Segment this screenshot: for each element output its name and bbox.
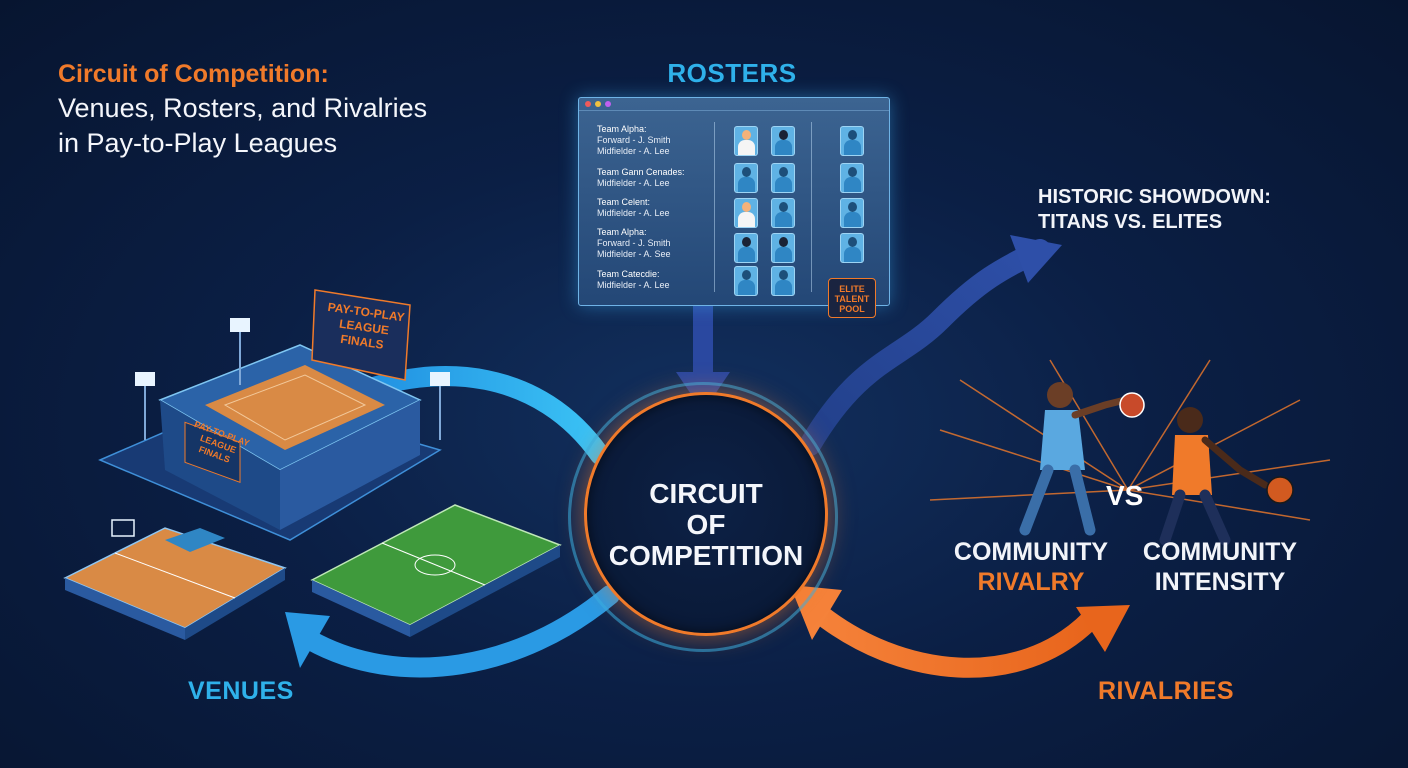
player-avatar-icon[interactable] <box>840 233 864 263</box>
roster-entry: Team Catecdie: Midfielder - A. Lee <box>597 269 670 291</box>
center-label: CIRCUIT OF COMPETITION <box>584 478 828 571</box>
venues-arc-bottom <box>300 585 620 678</box>
showdown-arrow <box>799 239 1051 456</box>
rivalry-left-line1: COMMUNITY <box>953 538 1109 566</box>
showdown-label: HISTORIC SHOWDOWN: TITANS VS. ELITES <box>1038 185 1271 235</box>
player-avatar-icon[interactable] <box>771 233 795 263</box>
window-minimize-dot[interactable] <box>595 101 601 107</box>
player-avatar-icon[interactable] <box>734 233 758 263</box>
stadium-icon <box>98 289 450 541</box>
player-avatar-icon[interactable] <box>771 198 795 228</box>
player-avatar-icon[interactable] <box>840 126 864 156</box>
basketball-icon <box>1119 392 1145 418</box>
roster-entry: Team Alpha: Forward - J. Smith Midfielde… <box>597 124 671 157</box>
rivalries-arrow-head-right <box>1076 605 1130 652</box>
page-title: Circuit of Competition: Venues, Rosters,… <box>58 60 427 159</box>
roster-team: Team Alpha: <box>597 124 647 134</box>
window-close-dot[interactable] <box>585 101 591 107</box>
showdown-line1: HISTORIC SHOWDOWN: <box>1038 186 1271 208</box>
elite-pool-line3: POOL <box>839 304 865 314</box>
player-avatar-icon[interactable] <box>734 198 758 228</box>
player-avatar-icon[interactable] <box>771 126 795 156</box>
showdown-line2: TITANS VS. ELITES <box>1038 211 1223 233</box>
community-rivalry-label: COMMUNITY RIVALRY <box>946 537 1116 597</box>
rosters-label: ROSTERS <box>667 58 797 88</box>
player-avatar-icon[interactable] <box>734 163 758 193</box>
showdown-arrow-head <box>1010 235 1062 283</box>
center-circle <box>584 392 828 636</box>
venues-label: VENUES <box>188 677 294 705</box>
rivalry-right-line1: COMMUNITY <box>1142 538 1298 566</box>
title-line2: Venues, Rosters, and Rivalries <box>58 93 428 123</box>
roster-entry: Team Alpha: Forward - J. Smith Midfielde… <box>597 227 671 260</box>
roster-window: Team Alpha: Forward - J. Smith Midfielde… <box>578 97 890 306</box>
basketball-icon <box>1266 476 1294 504</box>
basketball-court-icon <box>63 519 287 640</box>
player-avatar-icon[interactable] <box>734 266 758 296</box>
roster-player: Forward - J. Smith <box>597 135 671 145</box>
roster-team: Team Gann Cenades: <box>597 167 685 177</box>
rivalry-left-line2: RIVALRY <box>977 568 1085 596</box>
basketball-player-icon <box>1159 407 1269 546</box>
rivalries-label: RIVALRIES <box>1098 677 1234 705</box>
roster-player: Midfielder - A. See <box>597 249 671 259</box>
roster-player: Midfielder - A. Lee <box>597 146 670 156</box>
elite-talent-pool-badge: ELITE TALENT POOL <box>828 278 876 318</box>
player-avatar-icon[interactable] <box>734 126 758 156</box>
rivalry-right-line2: INTENSITY <box>1154 568 1286 596</box>
vs-label: VS <box>1106 480 1144 511</box>
roster-divider <box>811 122 812 292</box>
elite-pool-line2: TALENT <box>834 294 870 304</box>
roster-titlebar <box>579 98 889 111</box>
title-line3: in Pay-to-Play Leagues <box>58 128 338 158</box>
center-line1: CIRCUIT <box>649 478 763 509</box>
roster-player: Midfielder - A. Lee <box>597 178 670 188</box>
center-line2: OF <box>686 509 726 540</box>
center-line3: COMPETITION <box>608 540 804 571</box>
roster-player: Forward - J. Smith <box>597 238 671 248</box>
roster-team: Team Celent: <box>597 197 651 207</box>
player-avatar-icon[interactable] <box>771 266 795 296</box>
title-line1: Circuit of Competition: <box>58 60 329 88</box>
soccer-field-icon <box>310 504 562 637</box>
roster-entry: Team Celent: Midfielder - A. Lee <box>597 197 670 219</box>
elite-pool-line1: ELITE <box>839 284 865 294</box>
venues-arrow-head <box>285 612 330 668</box>
roster-arrow-shaft <box>693 305 713 380</box>
rivalries-arc-bottom <box>805 600 1100 678</box>
player-avatar-icon[interactable] <box>840 163 864 193</box>
roster-player: Midfielder - A. Lee <box>597 280 670 290</box>
roster-team: Team Catecdie: <box>597 269 660 279</box>
community-intensity-label: COMMUNITY INTENSITY <box>1130 537 1310 597</box>
basketball-player-icon <box>1019 382 1129 536</box>
player-avatar-icon[interactable] <box>840 198 864 228</box>
roster-divider <box>714 122 715 292</box>
roster-entry: Team Gann Cenades: Midfielder - A. Lee <box>597 167 685 189</box>
player-avatar-icon[interactable] <box>771 163 795 193</box>
roster-team: Team Alpha: <box>597 227 647 237</box>
center-outer-ring <box>568 382 838 652</box>
window-maximize-dot[interactable] <box>605 101 611 107</box>
roster-player: Midfielder - A. Lee <box>597 208 670 218</box>
